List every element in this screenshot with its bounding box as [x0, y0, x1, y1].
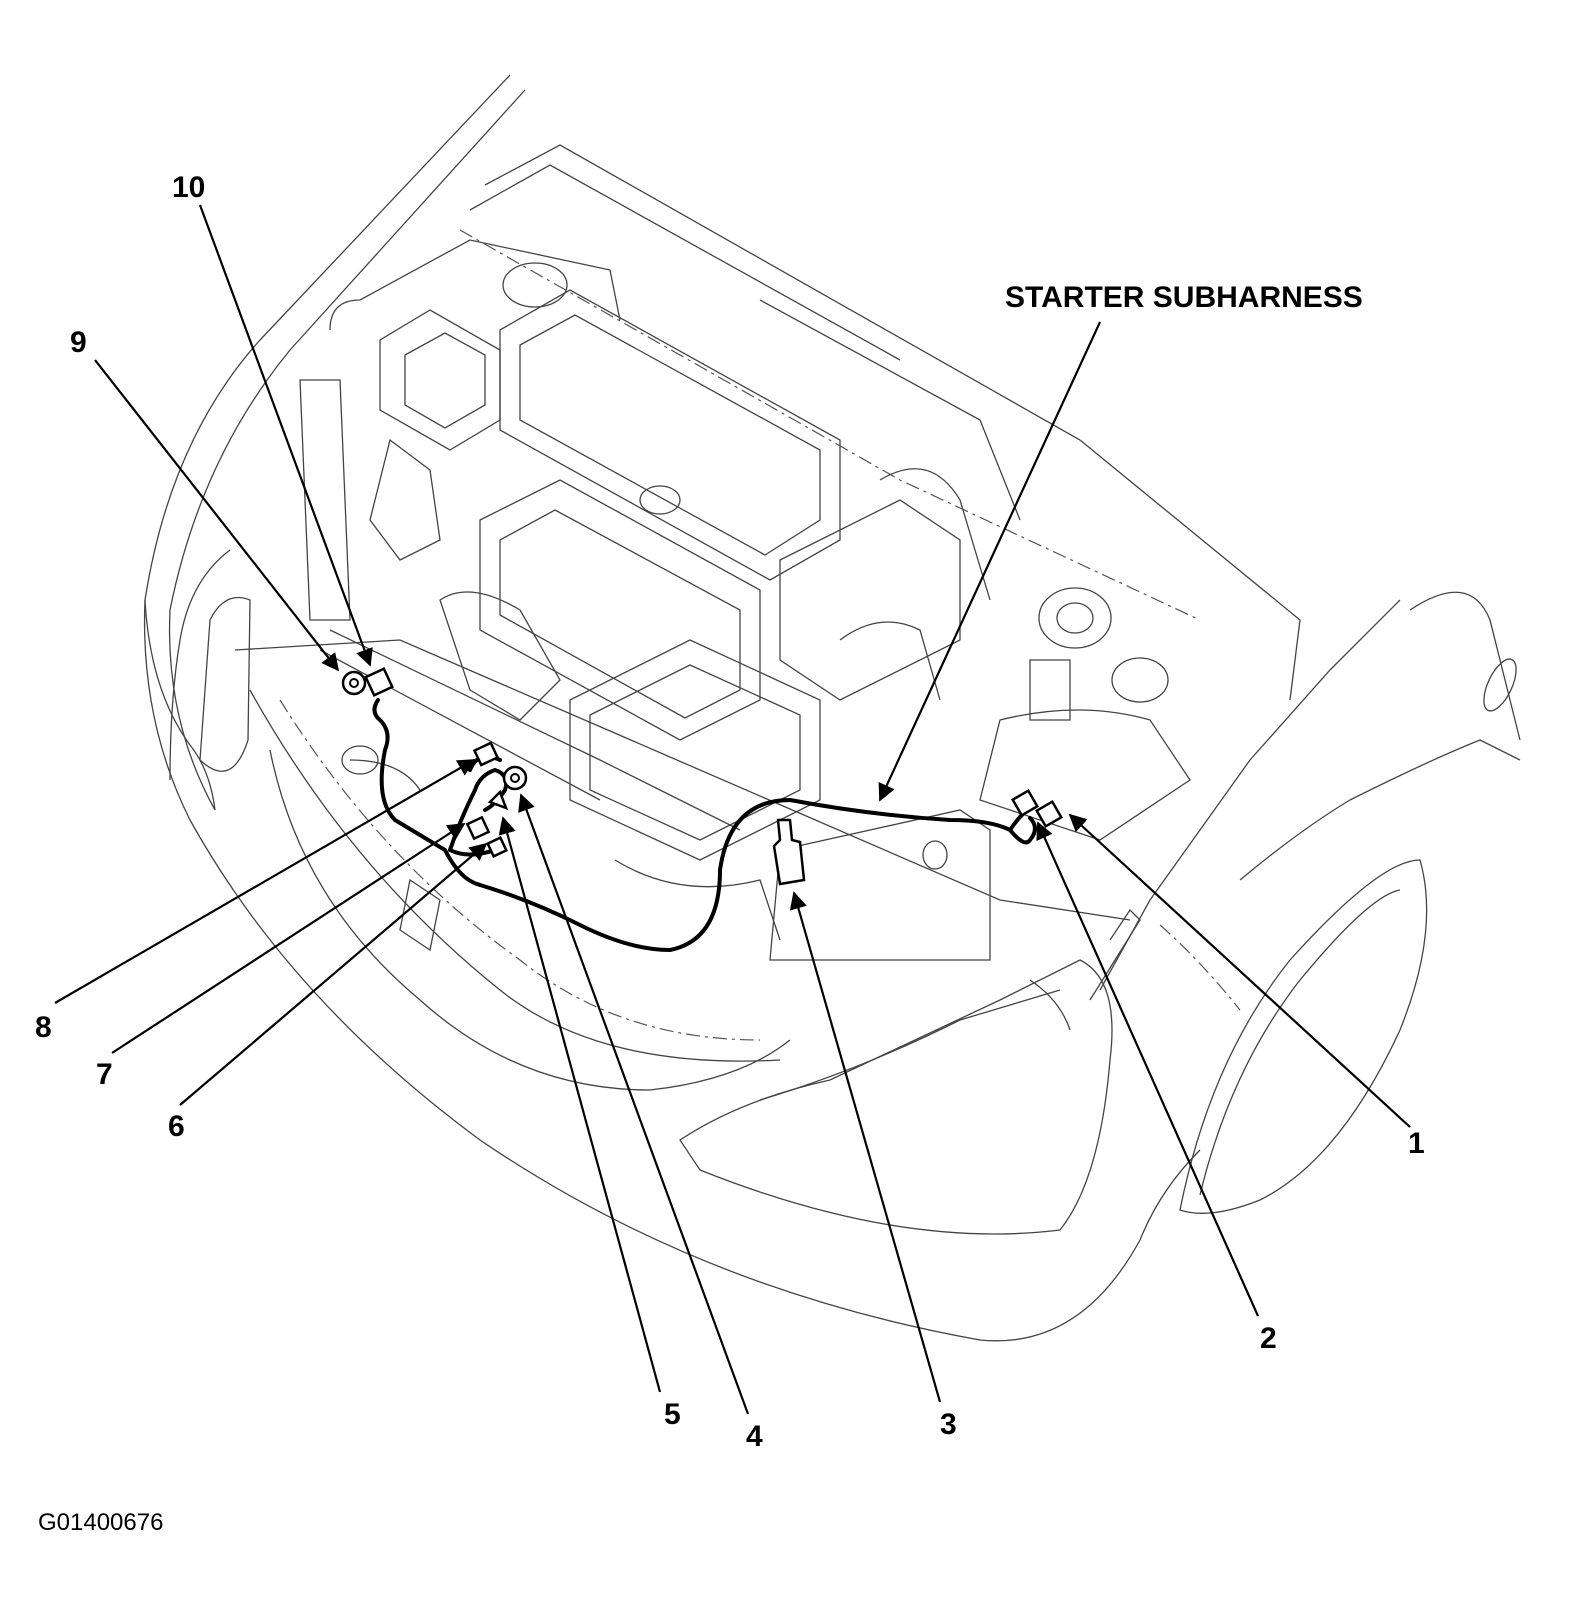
leader-4 [518, 793, 750, 1415]
callout-9: 9 [70, 326, 87, 359]
leader-10 [198, 204, 373, 667]
callout-leaders [54, 204, 1411, 1415]
callout-7: 7 [96, 1058, 113, 1091]
callout-10: 10 [172, 171, 205, 204]
connector-2 [1010, 788, 1040, 818]
connector-1 [1034, 799, 1064, 829]
ground-terminal-9-bolt [349, 678, 359, 688]
leader-2 [1036, 821, 1260, 1317]
starter-subharness-label: STARTER SUBHARNESS [1005, 281, 1363, 314]
starter-connector-3 [772, 818, 806, 886]
ground-terminal-4-bolt [510, 773, 520, 783]
figure-id: G01400676 [38, 1509, 163, 1536]
leader-1 [1068, 813, 1411, 1128]
leader-starter-subharness [878, 321, 1101, 802]
connector-5 [487, 789, 509, 811]
harness-connectors [341, 667, 1064, 886]
callout-5: 5 [664, 1398, 681, 1431]
ground-terminal-4 [502, 765, 528, 791]
leader-7 [111, 823, 466, 1054]
leader-9 [94, 359, 340, 672]
leader-8 [54, 759, 476, 1004]
leader-5 [498, 816, 662, 1393]
leader-6 [179, 842, 488, 1106]
callout-labels: STARTER SUBHARNESS 1 2 3 4 5 6 7 8 9 10 … [35, 171, 1425, 1536]
callout-8: 8 [35, 1011, 52, 1044]
engine-compartment [299, 144, 1301, 1031]
connector-10 [364, 667, 394, 697]
callout-2: 2 [1260, 1322, 1277, 1355]
callout-3: 3 [940, 1408, 957, 1441]
callout-6: 6 [168, 1110, 185, 1143]
connector-6 [486, 836, 508, 858]
vehicle-body-outline [143, 74, 1521, 1342]
callout-4: 4 [746, 1420, 763, 1453]
leader-3 [789, 891, 942, 1403]
callout-1: 1 [1408, 1127, 1425, 1160]
ground-terminal-9 [341, 670, 367, 696]
connector-7 [465, 815, 491, 841]
connector-8 [472, 741, 500, 767]
